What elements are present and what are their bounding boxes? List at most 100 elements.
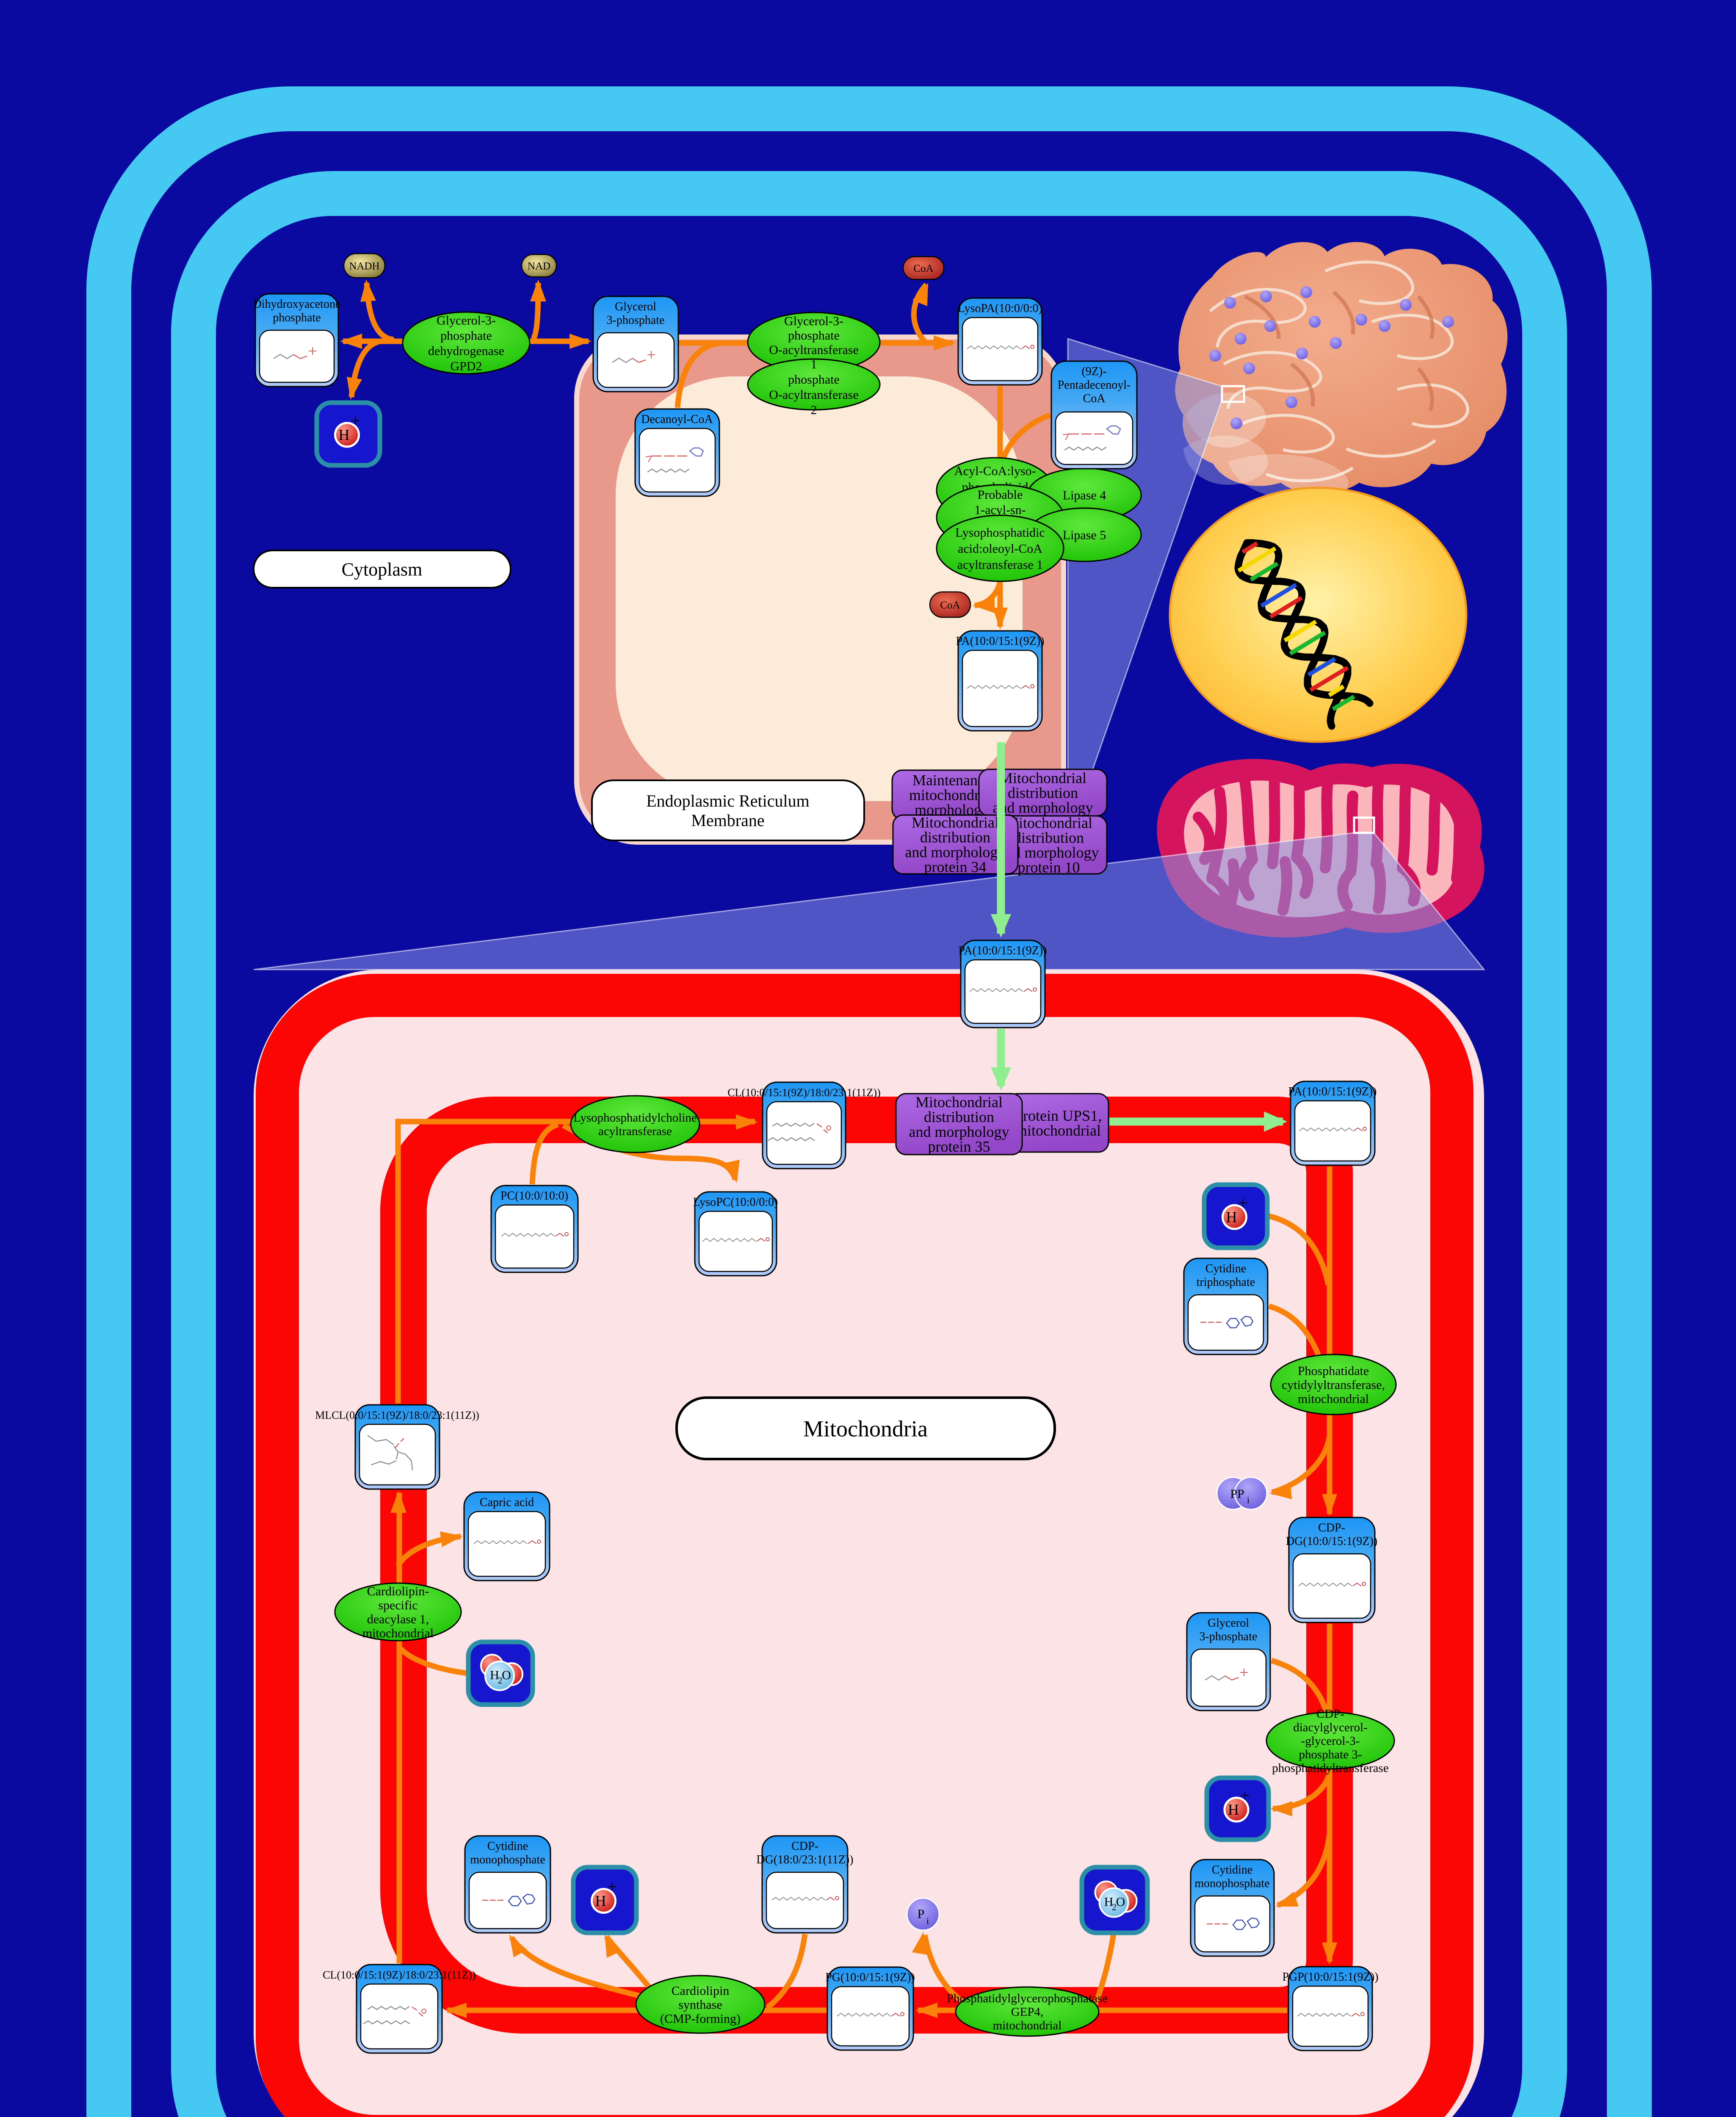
svg-text:synthase: synthase xyxy=(678,1998,722,2012)
svg-text:Capric acid: Capric acid xyxy=(480,1496,534,1509)
svg-text:H: H xyxy=(1228,1801,1239,1818)
svg-text:Mitochondrial: Mitochondrial xyxy=(912,814,999,831)
svg-text:H: H xyxy=(490,1668,499,1682)
svg-text:monophosphate: monophosphate xyxy=(1194,1877,1269,1890)
svg-text:Cardiolipin-: Cardiolipin- xyxy=(367,1584,429,1598)
svg-text:2: 2 xyxy=(811,403,817,417)
svg-text:acid:oleoyl-CoA: acid:oleoyl-CoA xyxy=(958,542,1042,556)
svg-text:NAD: NAD xyxy=(528,261,550,272)
svg-text:H: H xyxy=(1104,1895,1114,1909)
svg-text:acyltransferase: acyltransferase xyxy=(598,1125,672,1138)
svg-text:O-acyltransferase: O-acyltransferase xyxy=(769,388,859,402)
svg-text:Cardiolipin: Cardiolipin xyxy=(672,1984,730,1998)
svg-text:Glycerol: Glycerol xyxy=(615,300,656,313)
svg-text:Glycerol-3-: Glycerol-3- xyxy=(437,314,496,328)
svg-text:3-phosphate: 3-phosphate xyxy=(607,314,665,327)
svg-text:GEP4,: GEP4, xyxy=(1011,2005,1044,2019)
svg-text:LysoPC(10:0/0:0): LysoPC(10:0/0:0) xyxy=(693,1196,778,1209)
svg-text:acyltransferase 1: acyltransferase 1 xyxy=(957,558,1043,572)
svg-text:LysoPA(10:0/0:0): LysoPA(10:0/0:0) xyxy=(958,302,1042,315)
svg-text:O-acyltransferase: O-acyltransferase xyxy=(769,343,859,357)
svg-text:protein 10: protein 10 xyxy=(1018,859,1080,876)
svg-text:mitochondrial: mitochondrial xyxy=(1015,1122,1101,1139)
svg-text:Lipase 4: Lipase 4 xyxy=(1063,489,1106,503)
svg-text:PGP(10:0/15:1(9Z)): PGP(10:0/15:1(9Z)) xyxy=(1282,1971,1378,1984)
svg-text:Phosphatidylglycerophosphatase: Phosphatidylglycerophosphatase xyxy=(947,1992,1108,2005)
svg-text:dehydrogenase: dehydrogenase xyxy=(428,344,504,358)
svg-text:CDP-: CDP- xyxy=(1318,1521,1345,1534)
svg-text:PP: PP xyxy=(1230,1487,1244,1501)
svg-text:Lysophosphatidic: Lysophosphatidic xyxy=(955,526,1045,540)
svg-text:phosphate: phosphate xyxy=(440,329,492,343)
svg-text:phosphate 3-: phosphate 3- xyxy=(1299,1748,1362,1761)
svg-text:PA(10:0/15:1(9Z)): PA(10:0/15:1(9Z)) xyxy=(1288,1085,1377,1098)
svg-text:NADH: NADH xyxy=(349,261,379,272)
svg-text:phosphate: phosphate xyxy=(788,373,840,387)
svg-text:Glycerol: Glycerol xyxy=(1208,1617,1249,1630)
svg-text:MLCL(0:0/15:1(9Z)/18:0/23:1(11: MLCL(0:0/15:1(9Z)/18:0/23:1(11Z)) xyxy=(315,1409,479,1421)
svg-text:3-phosphate: 3-phosphate xyxy=(1200,1630,1258,1643)
svg-text:CL(10:0/15:1(9Z)/18:0/23:1(11Z: CL(10:0/15:1(9Z)/18:0/23:1(11Z)) xyxy=(727,1086,881,1099)
svg-text:protein 35: protein 35 xyxy=(928,1138,990,1155)
svg-text:distribution: distribution xyxy=(920,829,990,846)
svg-text:H: H xyxy=(595,1893,606,1910)
svg-text:diacylglycerol-: diacylglycerol- xyxy=(1293,1721,1368,1734)
svg-text:DG(10:0/15:1(9Z)): DG(10:0/15:1(9Z)) xyxy=(1286,1535,1377,1548)
svg-text:+: + xyxy=(1238,1194,1248,1213)
svg-text:i: i xyxy=(926,1915,929,1926)
svg-text:(9Z)-: (9Z)- xyxy=(1081,365,1106,378)
svg-text:distribution: distribution xyxy=(924,1108,994,1125)
svg-text:PA(10:0/15:1(9Z)): PA(10:0/15:1(9Z)) xyxy=(956,635,1045,648)
svg-text:Mitochondrial: Mitochondrial xyxy=(915,1094,1003,1111)
svg-text:PG(10:0/15:1(9Z)): PG(10:0/15:1(9Z)) xyxy=(825,1971,915,1984)
svg-text:H: H xyxy=(1226,1209,1237,1226)
svg-text:H: H xyxy=(339,426,350,443)
svg-text:Mitochondrial: Mitochondrial xyxy=(999,770,1086,787)
svg-text:Cytidine: Cytidine xyxy=(1212,1863,1252,1877)
svg-text:distribution: distribution xyxy=(1014,829,1084,846)
svg-text:Endoplasmic Reticulum: Endoplasmic Reticulum xyxy=(646,791,810,810)
svg-text:2: 2 xyxy=(1112,1902,1117,1912)
svg-text:Maintenance: Maintenance xyxy=(912,772,991,789)
svg-text:1: 1 xyxy=(811,357,817,371)
svg-text:Lipase 5: Lipase 5 xyxy=(1063,528,1106,542)
svg-text:i: i xyxy=(1247,1495,1249,1505)
svg-text:O: O xyxy=(1116,1895,1125,1909)
svg-text:deacylase 1,: deacylase 1, xyxy=(367,1612,429,1626)
svg-text:CDP-: CDP- xyxy=(1316,1707,1344,1721)
svg-text:distribution: distribution xyxy=(1008,785,1078,801)
svg-text:Pentadecenoyl-: Pentadecenoyl- xyxy=(1058,379,1131,392)
svg-text:DG(18:0/23:1(11Z)): DG(18:0/23:1(11Z)) xyxy=(756,1853,853,1866)
svg-text:phosphate: phosphate xyxy=(273,311,321,324)
svg-text:mitochondrial: mitochondrial xyxy=(362,1626,434,1640)
svg-text:CoA: CoA xyxy=(940,600,960,611)
svg-text:Membrane: Membrane xyxy=(691,811,764,830)
svg-text:PA(10:0/15:1(9Z)): PA(10:0/15:1(9Z)) xyxy=(959,944,1047,957)
svg-text:CL(10:0/15:1(9Z)/18:0/23:1(11Z: CL(10:0/15:1(9Z)/18:0/23:1(11Z)) xyxy=(323,1969,476,1981)
svg-text:-glycerol-3-: -glycerol-3- xyxy=(1301,1734,1360,1748)
svg-text:P: P xyxy=(918,1907,925,1921)
svg-text:mitochondrial: mitochondrial xyxy=(993,2019,1062,2032)
svg-text:Glycerol-3-: Glycerol-3- xyxy=(784,314,843,328)
svg-text:CDP-: CDP- xyxy=(791,1840,818,1853)
svg-text:cytidylyltransferase,: cytidylyltransferase, xyxy=(1282,1378,1385,1392)
svg-text:Cytidine: Cytidine xyxy=(1205,1262,1246,1275)
svg-text:O: O xyxy=(502,1668,511,1682)
svg-text:specific: specific xyxy=(378,1598,417,1612)
svg-text:Cytidine: Cytidine xyxy=(487,1840,528,1853)
svg-text:Protein UPS1,: Protein UPS1, xyxy=(1015,1107,1102,1124)
svg-text:Lysophosphatidylcholine: Lysophosphatidylcholine xyxy=(573,1111,697,1125)
svg-text:monophosphate: monophosphate xyxy=(470,1853,545,1866)
svg-text:Cytoplasm: Cytoplasm xyxy=(342,559,423,580)
svg-text:+: + xyxy=(351,411,360,430)
svg-text:2: 2 xyxy=(498,1675,503,1686)
svg-text:Phosphatidate: Phosphatidate xyxy=(1298,1364,1369,1378)
svg-text:Decanoyl-CoA: Decanoyl-CoA xyxy=(641,413,713,426)
svg-text:Acyl-CoA:lyso-: Acyl-CoA:lyso- xyxy=(954,464,1036,478)
svg-text:and morphology: and morphology xyxy=(909,1123,1009,1140)
svg-text:mitochondrial: mitochondrial xyxy=(1298,1392,1369,1406)
svg-text:phosphatidyltransferase: phosphatidyltransferase xyxy=(1272,1761,1388,1775)
svg-text:protein 34: protein 34 xyxy=(924,859,987,876)
svg-text:and morphology: and morphology xyxy=(905,844,1006,861)
svg-text:(CMP-forming): (CMP-forming) xyxy=(660,2012,741,2026)
